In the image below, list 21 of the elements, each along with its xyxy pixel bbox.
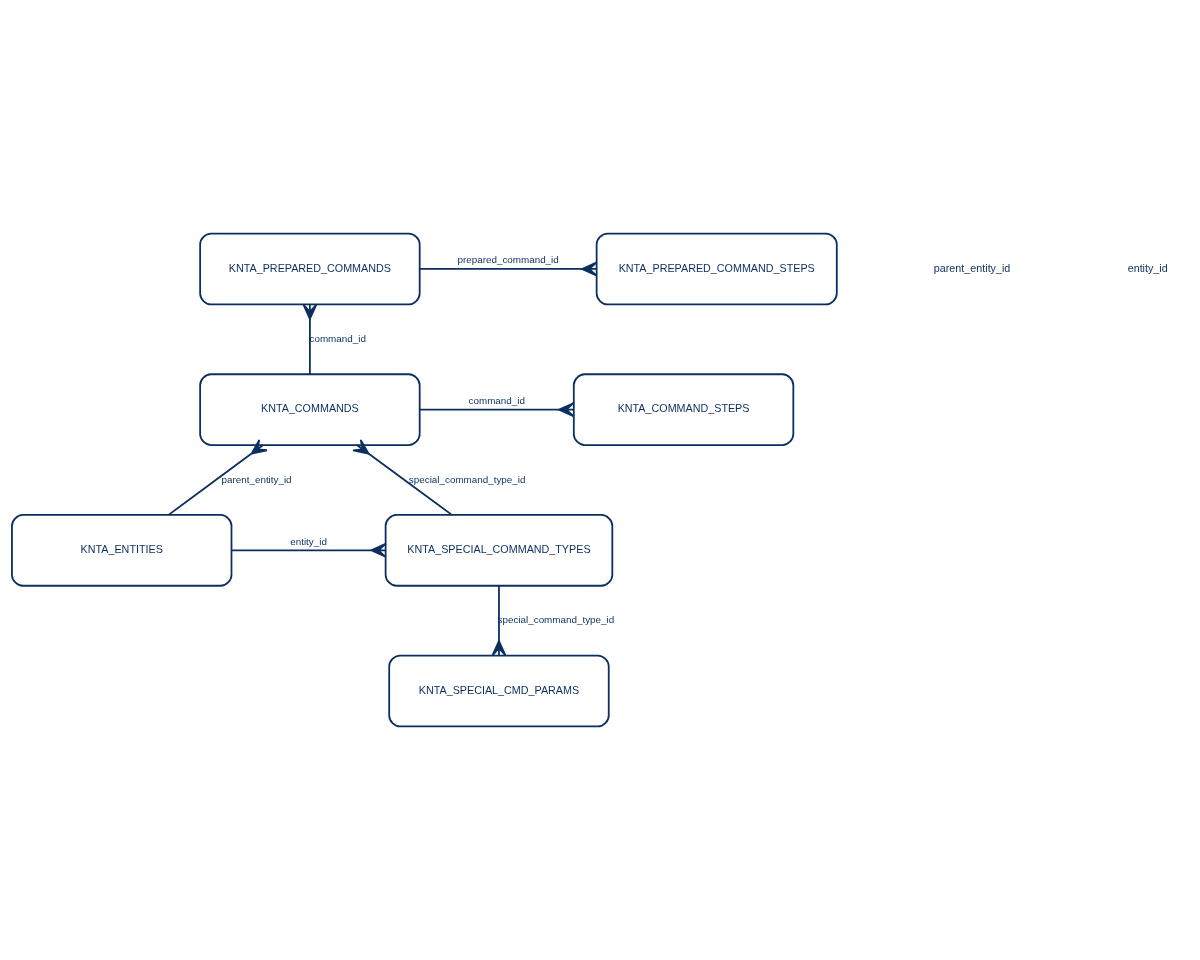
label: entity_id [1127,261,1168,274]
edge-label: special_command_type_id [408,473,526,485]
edge-label: command_id [468,395,525,407]
edge-label: prepared_command_id [457,254,559,266]
connector [418,402,575,417]
node-box: KNTA_SPECIAL_COMMAND_TYPES [384,514,614,587]
connector [167,438,268,516]
connector [230,543,387,558]
node-box: KNTA_PREPARED_COMMAND_STEPS [595,232,838,306]
node-box: KNTA_SPECIAL_CMD_PARAMS [388,654,610,728]
connector [302,303,318,375]
node-box: KNTA_ENTITIES [11,514,233,587]
connector [491,585,507,657]
connector [352,438,453,516]
edge-label: parent_entity_id [221,473,292,485]
node-box: KNTA_PREPARED_COMMANDS [199,232,421,306]
edge-label: entity_id [290,535,327,547]
node-box: KNTA_COMMAND_STEPS [572,373,795,446]
node-box: KNTA_COMMANDS [199,373,421,446]
label: parent_entity_id [933,261,1011,274]
connector [418,261,598,277]
